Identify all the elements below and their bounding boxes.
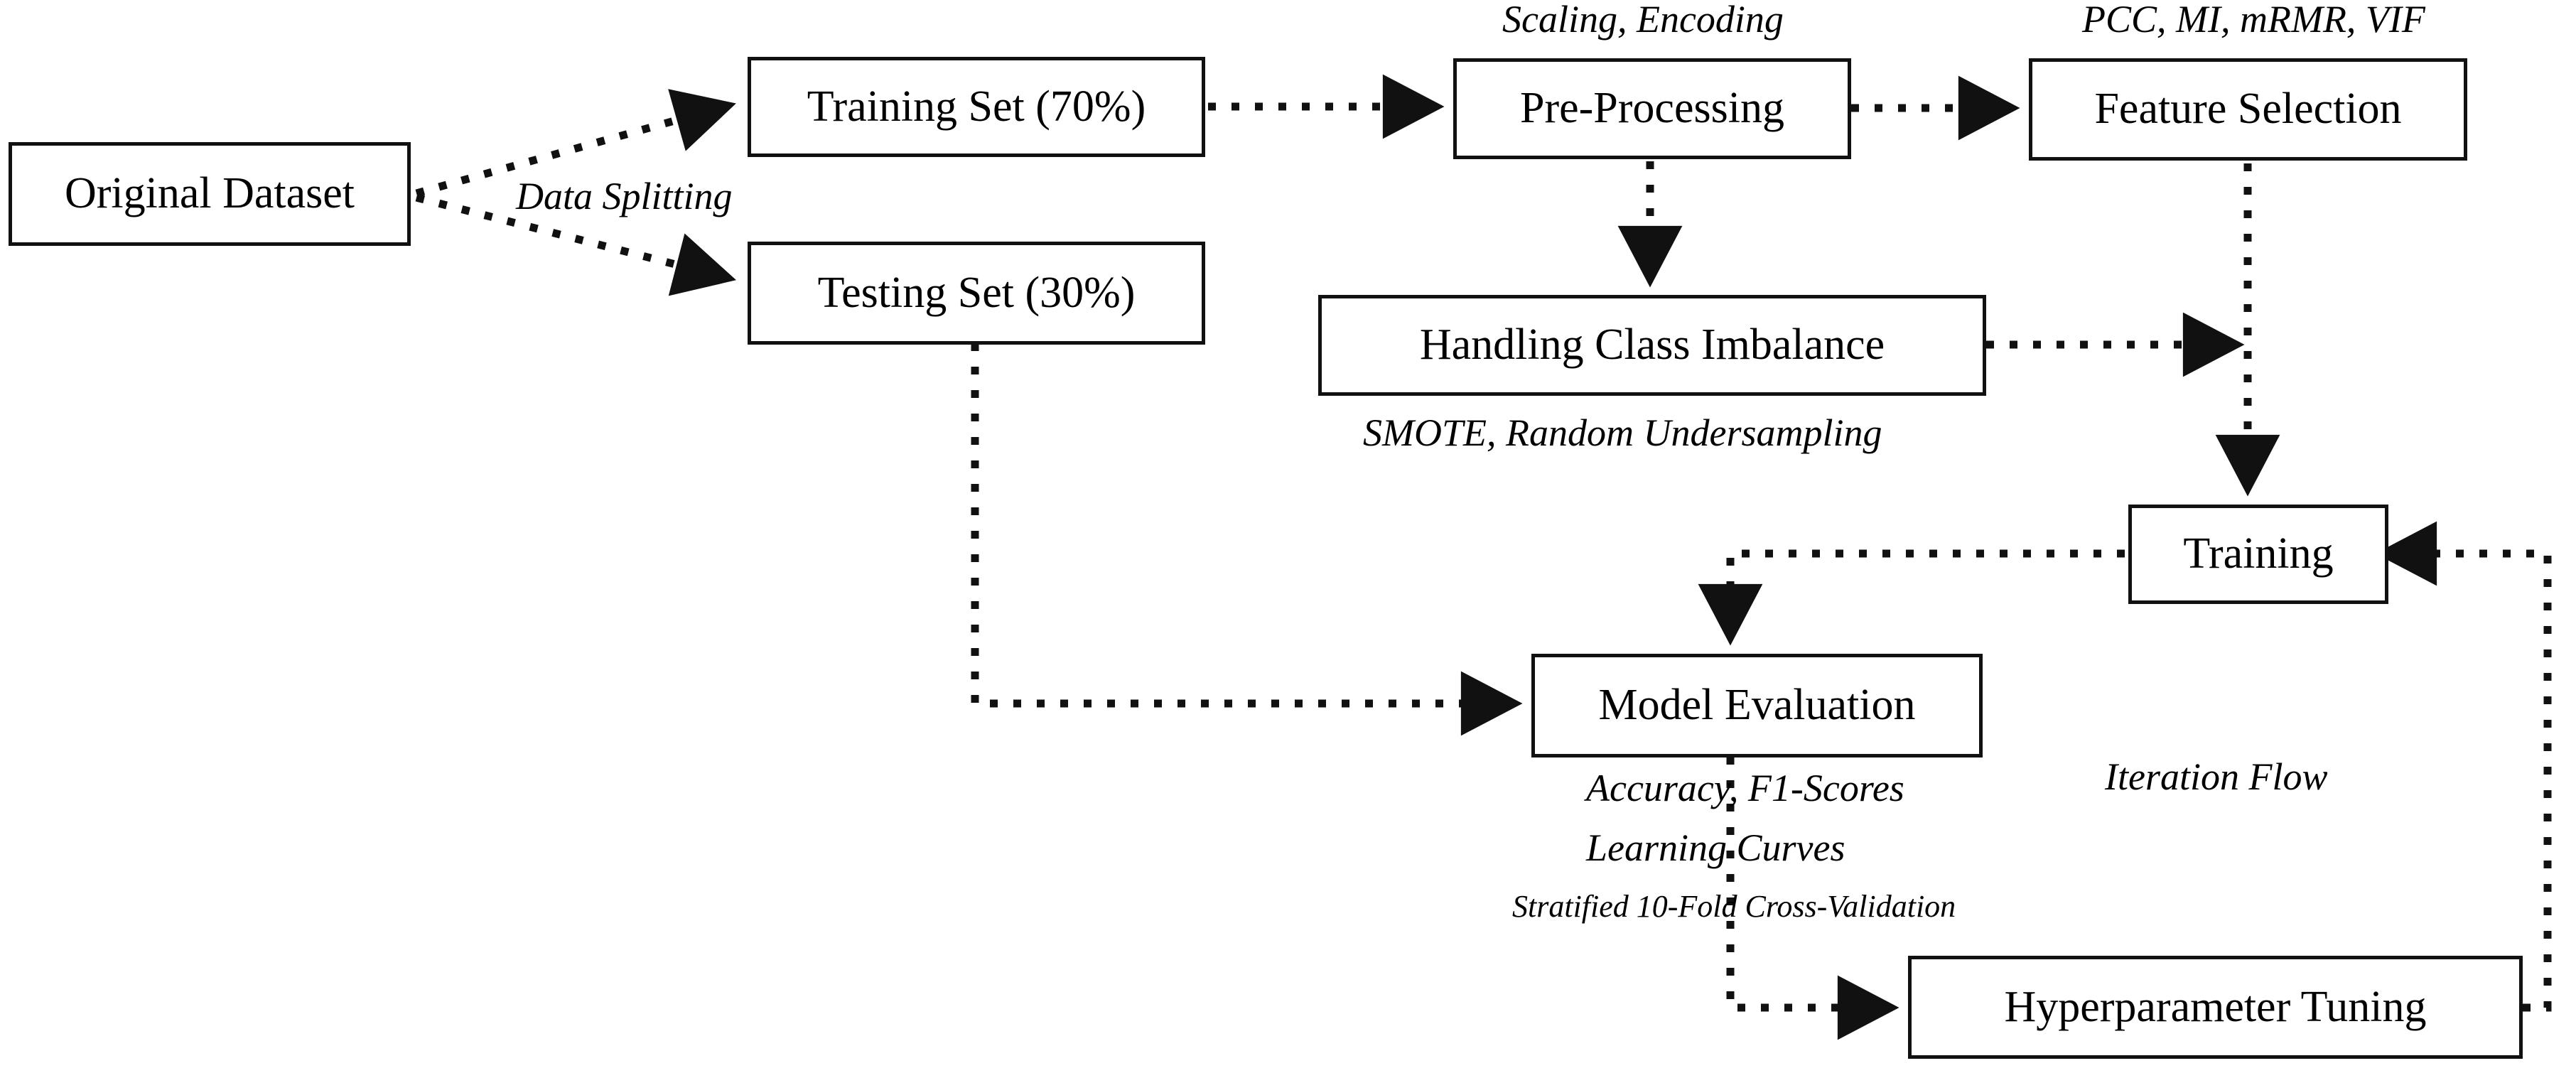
node-original-dataset-label: Original Dataset	[64, 169, 355, 218]
node-training-label: Training	[2183, 529, 2334, 578]
node-feature-selection-label: Feature Selection	[2094, 85, 2402, 134]
node-pre-processing-label: Pre-Processing	[1520, 84, 1784, 133]
edge-label-smote-random-undersampling: SMOTE, Random Undersampling	[1363, 411, 1882, 454]
edge-label-accuracy-f1-scores: Accuracy, F1-Scores	[1586, 767, 1904, 809]
node-feature-selection[interactable]: Feature Selection	[2029, 58, 2467, 161]
edge-label-iteration-flow: Iteration Flow	[2105, 755, 2328, 798]
edge-testing-set-to-model-evaluation	[971, 343, 1523, 736]
node-original-dataset[interactable]: Original Dataset	[9, 142, 411, 246]
node-training-set-label: Training Set (70%)	[807, 82, 1146, 131]
node-model-evaluation[interactable]: Model Evaluation	[1531, 654, 1983, 757]
node-testing-set-label: Testing Set (30%)	[817, 268, 1136, 317]
edge-label-pcc-mi-mrmr-vif: PCC, MI, mRMR, VIF	[2082, 0, 2425, 41]
node-model-evaluation-label: Model Evaluation	[1598, 681, 1916, 730]
edge-label-scaling-encoding: Scaling, Encoding	[1502, 0, 1784, 41]
edge-dataset-to-training-set	[415, 89, 736, 198]
node-testing-set[interactable]: Testing Set (30%)	[748, 242, 1205, 345]
edge-dataset-to-testing-set	[415, 193, 736, 296]
edge-label-learning-curves: Learning Curves	[1586, 826, 1845, 869]
edge-label-data-splitting: Data Splitting	[516, 175, 733, 217]
node-handling-class-imbalance-label: Handling Class Imbalance	[1419, 320, 1885, 370]
node-handling-class-imbalance[interactable]: Handling Class Imbalance	[1318, 295, 1986, 396]
node-hyperparameter-tuning[interactable]: Hyperparameter Tuning	[1908, 956, 2523, 1059]
node-training-set[interactable]: Training Set (70%)	[748, 57, 1205, 157]
edge-label-stratified-cross-validation: Stratified 10-Fold Cross-Validation	[1512, 889, 1956, 924]
edge-model-evaluation-to-hyperparameter-tuning	[1726, 757, 1899, 1040]
node-training[interactable]: Training	[2128, 505, 2388, 604]
edge-hyperparameter-tuning-to-training	[2375, 521, 2552, 1012]
edge-training-to-model-evaluation	[1698, 549, 2125, 646]
node-pre-processing[interactable]: Pre-Processing	[1453, 58, 1851, 159]
node-hyperparameter-tuning-label: Hyperparameter Tuning	[2004, 982, 2427, 1031]
